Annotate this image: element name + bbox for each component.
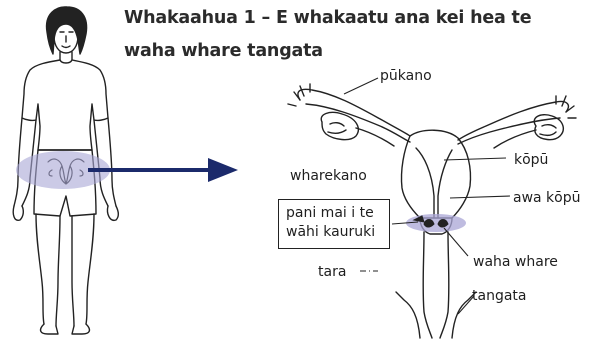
pointer-arrow bbox=[88, 158, 238, 182]
label-pukano: pūkano bbox=[380, 68, 432, 84]
label-wharekano: wharekano bbox=[290, 168, 367, 184]
label-waha-whare: waha whare bbox=[473, 254, 558, 270]
callout-line-1: pani mai i te bbox=[286, 204, 389, 223]
cervix-highlight bbox=[406, 214, 466, 232]
label-tangata: tangata bbox=[472, 288, 526, 304]
legs bbox=[36, 214, 94, 326]
callout-box: pani mai i te wāhi kauruki bbox=[278, 199, 390, 249]
uterine-cavity bbox=[416, 148, 452, 218]
vagina bbox=[423, 232, 449, 338]
fallopian-tube-left bbox=[298, 89, 410, 136]
label-awa-kopu: awa kōpū bbox=[513, 190, 581, 206]
label-kopu: kōpū bbox=[514, 152, 548, 168]
ovary-left bbox=[321, 112, 358, 139]
callout-line-2: wāhi kauruki bbox=[286, 223, 389, 242]
label-tara: tara bbox=[318, 264, 346, 280]
